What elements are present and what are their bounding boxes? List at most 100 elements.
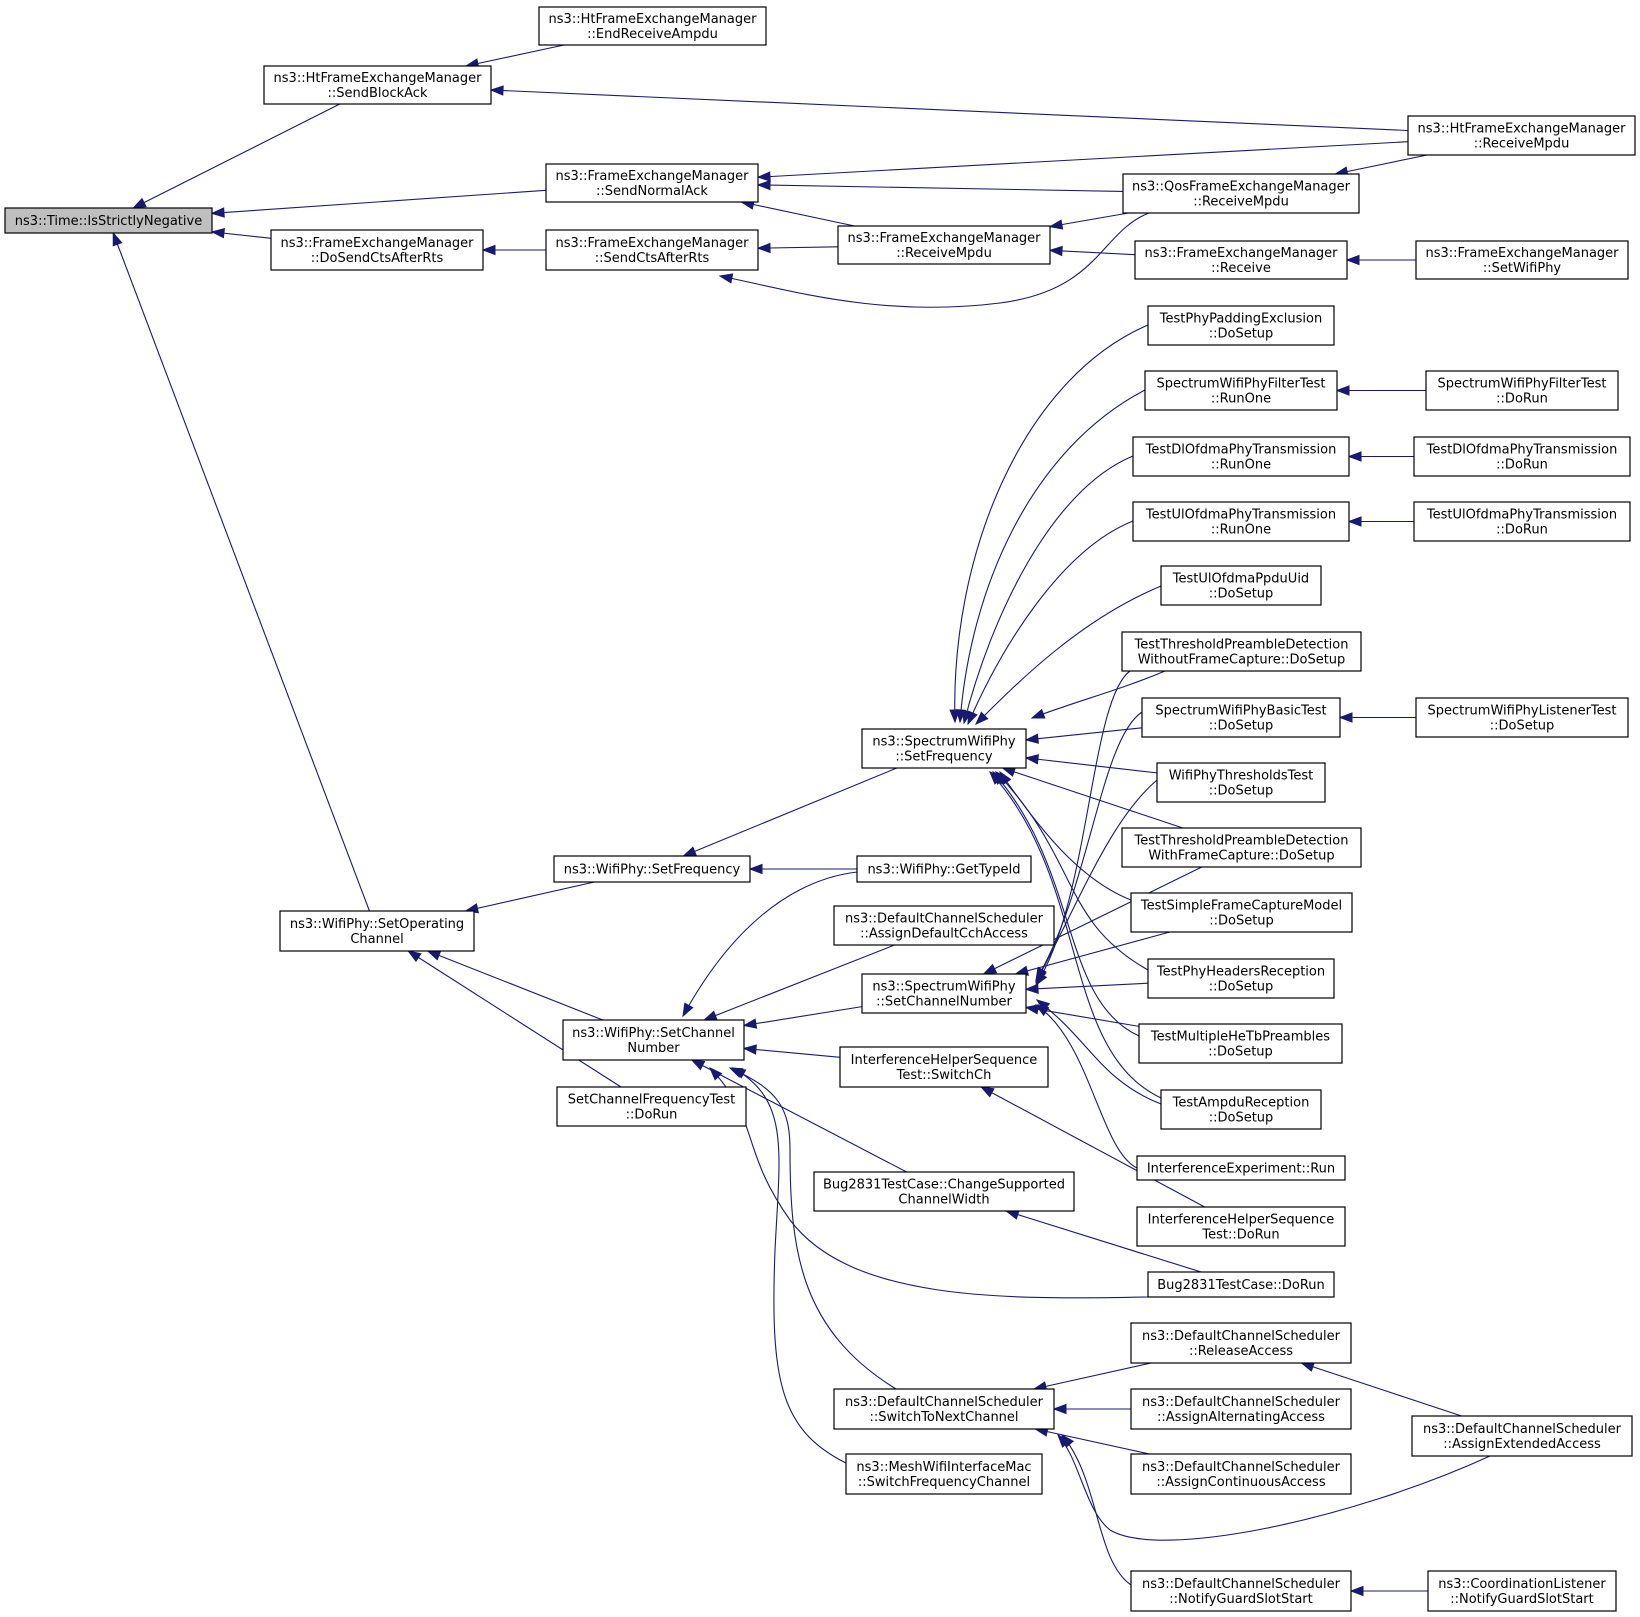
- node-threshWithout[interactable]: TestThresholdPreambleDetectionWithoutFra…: [1121, 631, 1362, 672]
- edge-line: [112, 232, 370, 912]
- node-box: [861, 973, 1027, 1014]
- node-fmReceive[interactable]: ns3::FrameExchangeManager::Receive: [1134, 240, 1348, 280]
- edge-line: [407, 950, 622, 1088]
- node-phyPaddingExclusion[interactable]: TestPhyPaddingExclusion::DoSetup: [1147, 305, 1335, 346]
- node-label-line: InterferenceExperiment::Run: [1147, 1162, 1335, 1177]
- node-doSendCtsAfterRts[interactable]: ns3::FrameExchangeManager::DoSendCtsAfte…: [270, 229, 484, 271]
- edge-arrowhead: [407, 950, 422, 963]
- node-phyHeaders[interactable]: TestPhyHeadersReception::DoSetup: [1147, 958, 1335, 999]
- edge-line: [743, 1006, 863, 1027]
- node-label-line: TestSimpleFrameCaptureModel: [1140, 899, 1342, 914]
- node-listenerTest[interactable]: SpectrumWifiPhyListenerTest::DoSetup: [1415, 697, 1629, 738]
- node-releaseAccess[interactable]: ns3::DefaultChannelScheduler::ReleaseAcc…: [1130, 1322, 1352, 1364]
- node-specSetChannelNumber[interactable]: ns3::SpectrumWifiPhy::SetChannelNumber: [861, 973, 1027, 1014]
- node-label-line: ::NotifyGuardSlotStart: [1450, 1592, 1594, 1607]
- node-dlDoRun[interactable]: TestDlOfdmaPhyTransmission::DoRun: [1413, 436, 1631, 477]
- node-label-line: SpectrumWifiPhyFilterTest: [1438, 377, 1607, 392]
- node-thresholdsTest[interactable]: WifiPhyThresholdsTest::DoSetup: [1156, 762, 1326, 803]
- node-ulDoRun[interactable]: TestUlOfdmaPhyTransmission::DoRun: [1413, 501, 1631, 542]
- node-bugDoRun[interactable]: Bug2831TestCase::DoRun: [1147, 1271, 1335, 1298]
- edge-line: [757, 246, 839, 249]
- node-qosReceiveMpdu[interactable]: ns3::QosFrameExchangeManager::ReceiveMpd…: [1122, 173, 1360, 214]
- node-label-line: ns3::CoordinationListener: [1438, 1577, 1606, 1592]
- edge-line: [1335, 154, 1428, 175]
- node-dlRunOne[interactable]: TestDlOfdmaPhyTransmission::RunOne: [1132, 436, 1350, 477]
- node-wifiSetFrequency[interactable]: ns3::WifiPhy::SetFrequency: [553, 855, 751, 883]
- node-filterDoRun[interactable]: SpectrumWifiPhyFilterTest::DoRun: [1425, 370, 1619, 411]
- node-filterRunOne[interactable]: SpectrumWifiPhyFilterTest::RunOne: [1144, 370, 1338, 411]
- edge-assignAlternating-to-switchToNextChannel: [1052, 1403, 1131, 1415]
- node-assignAlternating[interactable]: ns3::DefaultChannelScheduler::AssignAlte…: [1130, 1388, 1352, 1430]
- node-label-line: ns3::DefaultChannelScheduler: [1142, 1329, 1341, 1344]
- node-ampduReception[interactable]: TestAmpduReception::DoSetup: [1160, 1089, 1322, 1130]
- node-label-line: Bug2831TestCase::DoRun: [1157, 1278, 1325, 1293]
- node-label-line: ::DoRun: [1496, 392, 1548, 407]
- node-threshWith[interactable]: TestThresholdPreambleDetectionWithFrameC…: [1121, 827, 1362, 868]
- node-simpleCapture[interactable]: TestSimpleFrameCaptureModel::DoSetup: [1130, 892, 1353, 933]
- node-assignDefaultCch[interactable]: ns3::DefaultChannelScheduler::AssignDefa…: [833, 905, 1055, 946]
- edge-line: [719, 212, 1150, 308]
- node-sendBlockAck[interactable]: ns3::HtFrameExchangeManager::SendBlockAc…: [263, 65, 492, 105]
- node-setChannelFreqTest[interactable]: SetChannelFrequencyTest::DoRun: [556, 1086, 747, 1127]
- edge-arrowhead: [481, 244, 496, 256]
- node-box: [1121, 827, 1362, 868]
- node-label-line: ns3::FrameExchangeManager: [555, 236, 749, 251]
- edge-arrowhead: [702, 1010, 718, 1021]
- node-ulRunOne[interactable]: TestUlOfdmaPhyTransmission::RunOne: [1132, 501, 1350, 542]
- node-sendNormalAck[interactable]: ns3::FrameExchangeManager::SendNormalAck: [545, 163, 759, 203]
- node-label-line: ::DoSetup: [1208, 1045, 1273, 1060]
- node-fmReceiveMpdu[interactable]: ns3::FrameExchangeManager::ReceiveMpdu: [837, 225, 1051, 265]
- node-setWifiPhy[interactable]: ns3::FrameExchangeManager::SetWifiPhy: [1415, 240, 1629, 280]
- edge-arrowhead: [426, 950, 442, 961]
- node-meshSwitchFreq[interactable]: ns3::MeshWifiInterfaceMac::SwitchFrequen…: [845, 1453, 1043, 1495]
- node-htReceiveMpdu[interactable]: ns3::HtFrameExchangeManager::ReceiveMpdu: [1407, 115, 1636, 156]
- node-label-line: ns3::FrameExchangeManager: [280, 236, 474, 251]
- node-label-line: ::SwitchFrequencyChannel: [858, 1475, 1030, 1490]
- node-assignContinuous[interactable]: ns3::DefaultChannelScheduler::AssignCont…: [1130, 1453, 1352, 1495]
- node-label-line: InterferenceHelperSequence: [851, 1053, 1038, 1068]
- edge-phyPaddingExclusion-to-specSetFrequency: [949, 324, 1149, 724]
- node-notifyGuardListener[interactable]: ns3::CoordinationListener::NotifyGuardSl…: [1427, 1570, 1617, 1612]
- node-bugChangeWidth[interactable]: Bug2831TestCase::ChangeSupportedChannelW…: [813, 1171, 1075, 1212]
- node-box: [1130, 1388, 1352, 1430]
- edge-setChannelFreqTest-to-setOperatingChannel: [407, 950, 622, 1088]
- node-label-line: ns3::WifiPhy::SetFrequency: [564, 863, 741, 878]
- edge-arrowhead: [967, 710, 978, 726]
- node-wifiSetChannelNumber[interactable]: ns3::WifiPhy::SetChannelNumber: [562, 1019, 745, 1061]
- edge-line: [1035, 1004, 1138, 1169]
- node-box: [856, 855, 1032, 883]
- node-specSetFrequency[interactable]: ns3::SpectrumWifiPhy::SetFrequency: [861, 728, 1027, 769]
- edge-line: [732, 1067, 847, 1464]
- node-label-line: ::AssignContinuousAccess: [1156, 1475, 1325, 1490]
- edge-line: [1035, 1428, 1150, 1455]
- node-label-line: ns3::QosFrameExchangeManager: [1132, 180, 1351, 195]
- node-getTypeId[interactable]: ns3::WifiPhy::GetTypeId: [856, 855, 1032, 883]
- node-label-line: TestDlOfdmaPhyTransmission: [1145, 443, 1337, 458]
- edge-arrowhead: [1024, 1004, 1040, 1015]
- node-ulPpduUid[interactable]: TestUlOfdmaPpduUid::DoSetup: [1160, 565, 1322, 606]
- edge-ulRunOne-to-specSetFrequency: [967, 520, 1134, 726]
- node-multipleHeTb[interactable]: TestMultipleHeTbPreambles::DoSetup: [1138, 1023, 1343, 1064]
- edge-assignContinuous-to-switchToNextChannel: [1033, 1426, 1150, 1455]
- edge-meshSwitchFreq-to-wifiSetChannelNumber: [731, 1067, 847, 1464]
- node-assignExtended[interactable]: ns3::DefaultChannelScheduler::AssignExte…: [1411, 1415, 1633, 1457]
- node-interfExpRun[interactable]: InterferenceExperiment::Run: [1136, 1155, 1346, 1181]
- edge-arrowhead: [756, 171, 771, 182]
- node-label-line: ::DoSetup: [1209, 327, 1274, 342]
- node-notifyGuardScheduler[interactable]: ns3::DefaultChannelScheduler::NotifyGuar…: [1130, 1570, 1352, 1612]
- node-basicTest[interactable]: SpectrumWifiPhyBasicTest::DoSetup: [1141, 697, 1341, 738]
- node-sendCtsAfterRts[interactable]: ns3::FrameExchangeManager::SendCtsAfterR…: [545, 229, 759, 271]
- node-label-line: ::ReceiveMpdu: [1193, 195, 1289, 210]
- edge-line: [1035, 711, 1143, 981]
- node-endReceiveAmpdu[interactable]: ns3::HtFrameExchangeManager::EndReceiveA…: [538, 6, 767, 46]
- edge-getTypeId-to-wifiSetChannelNumber: [682, 871, 858, 1018]
- node-switchToNextChannel[interactable]: ns3::DefaultChannelScheduler::SwitchToNe…: [833, 1388, 1055, 1430]
- node-label-line: InterferenceHelperSequence: [1148, 1213, 1335, 1228]
- edge-line: [729, 1067, 897, 1390]
- node-box: [1425, 370, 1619, 411]
- node-label-line: ::DoSetup: [1209, 719, 1274, 734]
